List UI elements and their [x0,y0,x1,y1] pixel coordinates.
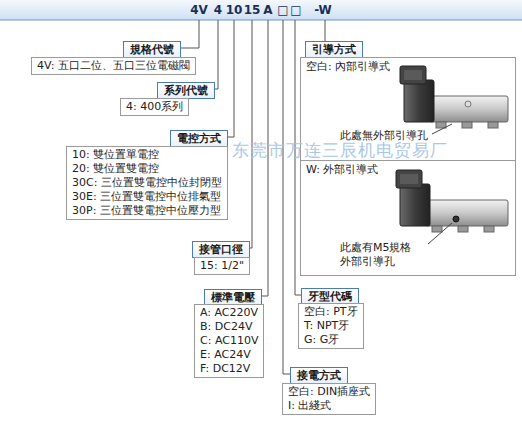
heading-text: 接電方式 [297,369,341,382]
heading-text: 標準電壓 [211,291,255,304]
leader-line [325,20,326,41]
option-text: A: AC220V [200,306,258,320]
option-text: 空白: DIN插座式 [288,385,370,399]
code-part: □ [290,3,301,17]
code-part: -W [314,3,332,17]
code-part: 4V [190,3,208,17]
heading-box: 引導方式 [305,41,363,58]
heading-text: 引導方式 [312,43,356,56]
leader-line [283,20,290,374]
option-text: 4V: 五口二位、五口三位電磁閥 [37,59,190,73]
option-box: 4: 400系列 [120,98,189,116]
option-text: 15: 1/2" [200,259,244,273]
option-text: I: 出綫式 [288,399,370,413]
option-text: 20: 雙位置雙電控 [72,162,222,176]
leader-line [181,20,199,48]
option-text: 30P: 三位置雙電控中位壓力型 [72,204,222,218]
option-text: 空白: PT牙 [304,305,358,319]
option-panel: W: 外部引導式此處有M5規格 外部引導孔 [300,160,516,276]
valve-external-pilot [396,170,508,232]
title-bar [0,0,522,20]
watermark: 东莞市万连三辰机电贸易厂 [232,139,448,162]
valve-internal-pilot [400,66,508,128]
leader-line [250,20,252,248]
option-text: G: G牙 [304,333,358,347]
code-part: A [263,3,272,17]
option-text: E: AC24V [200,348,258,362]
heading-text: 系列代號 [164,84,208,97]
title-rule [0,20,522,21]
option-text: 30E: 三位置雙電控中位排氣型 [72,190,222,204]
heading-box: 接管口徑 [192,241,250,258]
leader-line [432,124,452,134]
code-part: 10 [226,3,243,17]
option-text: B: DC24V [200,320,258,334]
option-text: W: 外部引導式 [305,163,379,177]
option-text: T: NPT牙 [304,319,358,333]
callout-text: 此處有M5規格 外部引導孔 [339,241,425,269]
heading-text: 牙型代碼 [308,290,352,303]
heading-box: 接電方式 [290,367,348,384]
code-part: □ [277,3,288,17]
leader-line [428,223,452,244]
leader-line [228,20,234,137]
option-box: A: AC220VB: DC24VC: AC110VE: AC24VF: DC1… [194,304,264,378]
option-text: 4: 400系列 [126,100,183,114]
option-box: 4V: 五口二位、五口三位電磁閥 [31,57,196,75]
heading-box: 電控方式 [170,130,228,147]
option-box: 10: 雙位置單電控20: 雙位置雙電控30C: 三位置雙電控中位封閉型30E:… [66,146,228,220]
option-text: F: DC12V [200,362,258,376]
leader-line [215,20,218,89]
option-box: 空白: PT牙T: NPT牙G: G牙 [298,303,364,349]
option-box: 空白: DIN插座式I: 出綫式 [282,383,376,415]
heading-text: 電控方式 [177,132,221,145]
option-text: 空白: 內部引導式 [305,60,391,74]
option-text: C: AC110V [200,334,258,348]
heading-box: 系列代號 [157,82,215,99]
heading-box: 規格代號 [123,41,181,58]
option-box: 15: 1/2" [194,257,250,275]
code-part: 4 [214,3,222,17]
code-part: 15 [244,3,261,17]
option-text: 10: 雙位置單電控 [72,148,222,162]
heading-text: 接管口徑 [199,243,243,256]
heading-text: 規格代號 [130,43,174,56]
option-text: 30C: 三位置雙電控中位封閉型 [72,176,222,190]
